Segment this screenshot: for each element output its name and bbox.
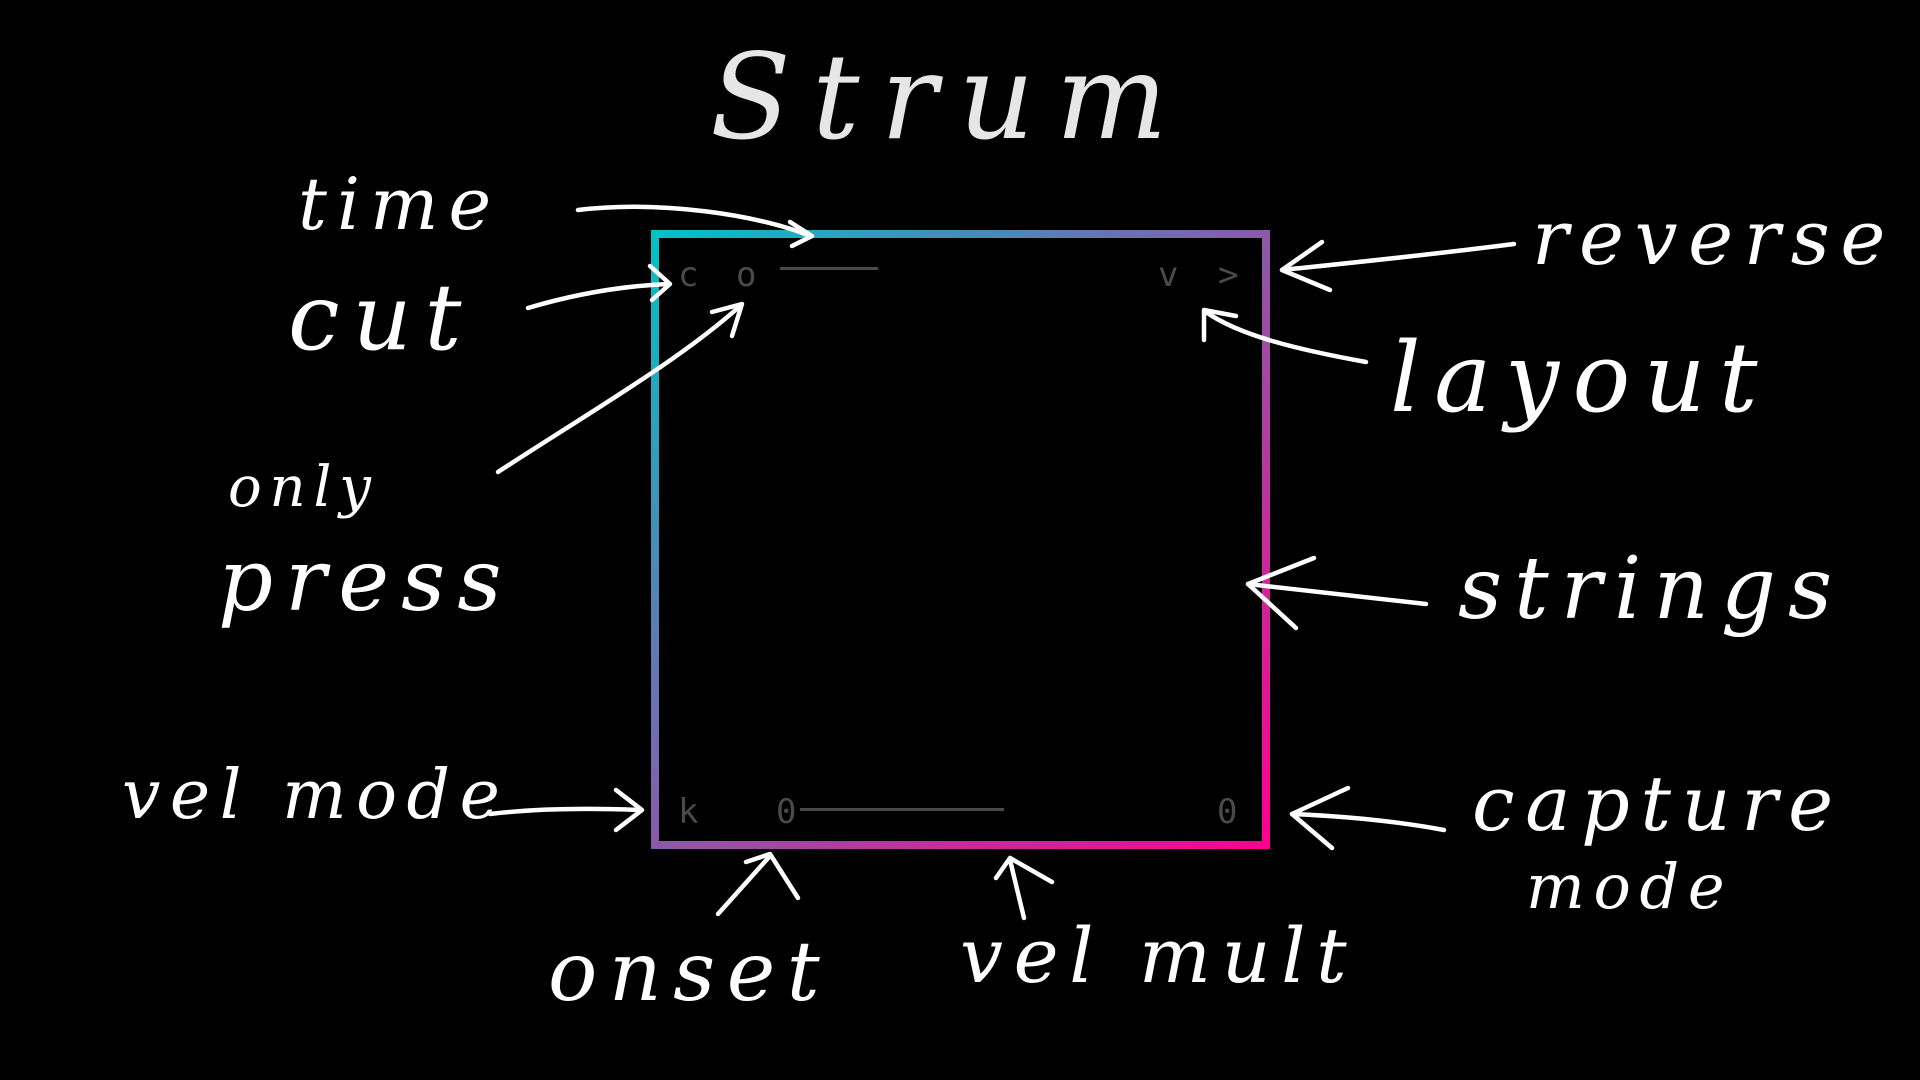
vel-mult-slider[interactable] [800, 808, 1004, 811]
arrow-cut [525, 263, 673, 311]
vel-mode-toggle[interactable]: k [678, 792, 699, 832]
annotation-only: only [228, 455, 379, 520]
annotation-press: press [218, 531, 514, 631]
arrow-strings [1245, 555, 1429, 631]
only-press-toggle[interactable]: o [736, 255, 757, 295]
capture-mode-value[interactable]: 0 [1217, 792, 1238, 832]
arrow-layout [1201, 307, 1369, 365]
annotation-vel-mode: vel mode [122, 756, 510, 835]
arrow-time [575, 204, 815, 249]
arrow-onset [715, 851, 801, 917]
cut-toggle[interactable]: c [678, 255, 699, 295]
arrow-reverse [1279, 239, 1517, 293]
annotation-strings: strings [1458, 539, 1845, 639]
annotation-vel-mult: vel mult [960, 911, 1358, 1000]
reverse-toggle[interactable]: > [1218, 255, 1239, 295]
arrow-only-press [495, 301, 745, 475]
onset-value[interactable]: 0 [776, 792, 797, 832]
annotation-cut: cut [288, 264, 475, 371]
diagram-title: Strum [710, 28, 1189, 166]
arrow-vel-mult [993, 855, 1055, 921]
annotation-capture: capture [1472, 759, 1844, 848]
strum-panel [651, 230, 1270, 849]
annotation-reverse: reverse [1532, 193, 1897, 282]
annotation-time: time [298, 162, 502, 246]
panel-frame [651, 230, 1270, 849]
annotation-onset: onset [548, 925, 832, 1020]
arrow-capture-mode [1289, 785, 1447, 851]
time-slider[interactable] [780, 267, 878, 270]
annotation-layout: layout [1390, 322, 1772, 434]
arrow-vel-mode [487, 787, 645, 833]
layout-toggle[interactable]: v [1158, 255, 1179, 295]
annotation-capture-mode: mode [1526, 850, 1734, 923]
